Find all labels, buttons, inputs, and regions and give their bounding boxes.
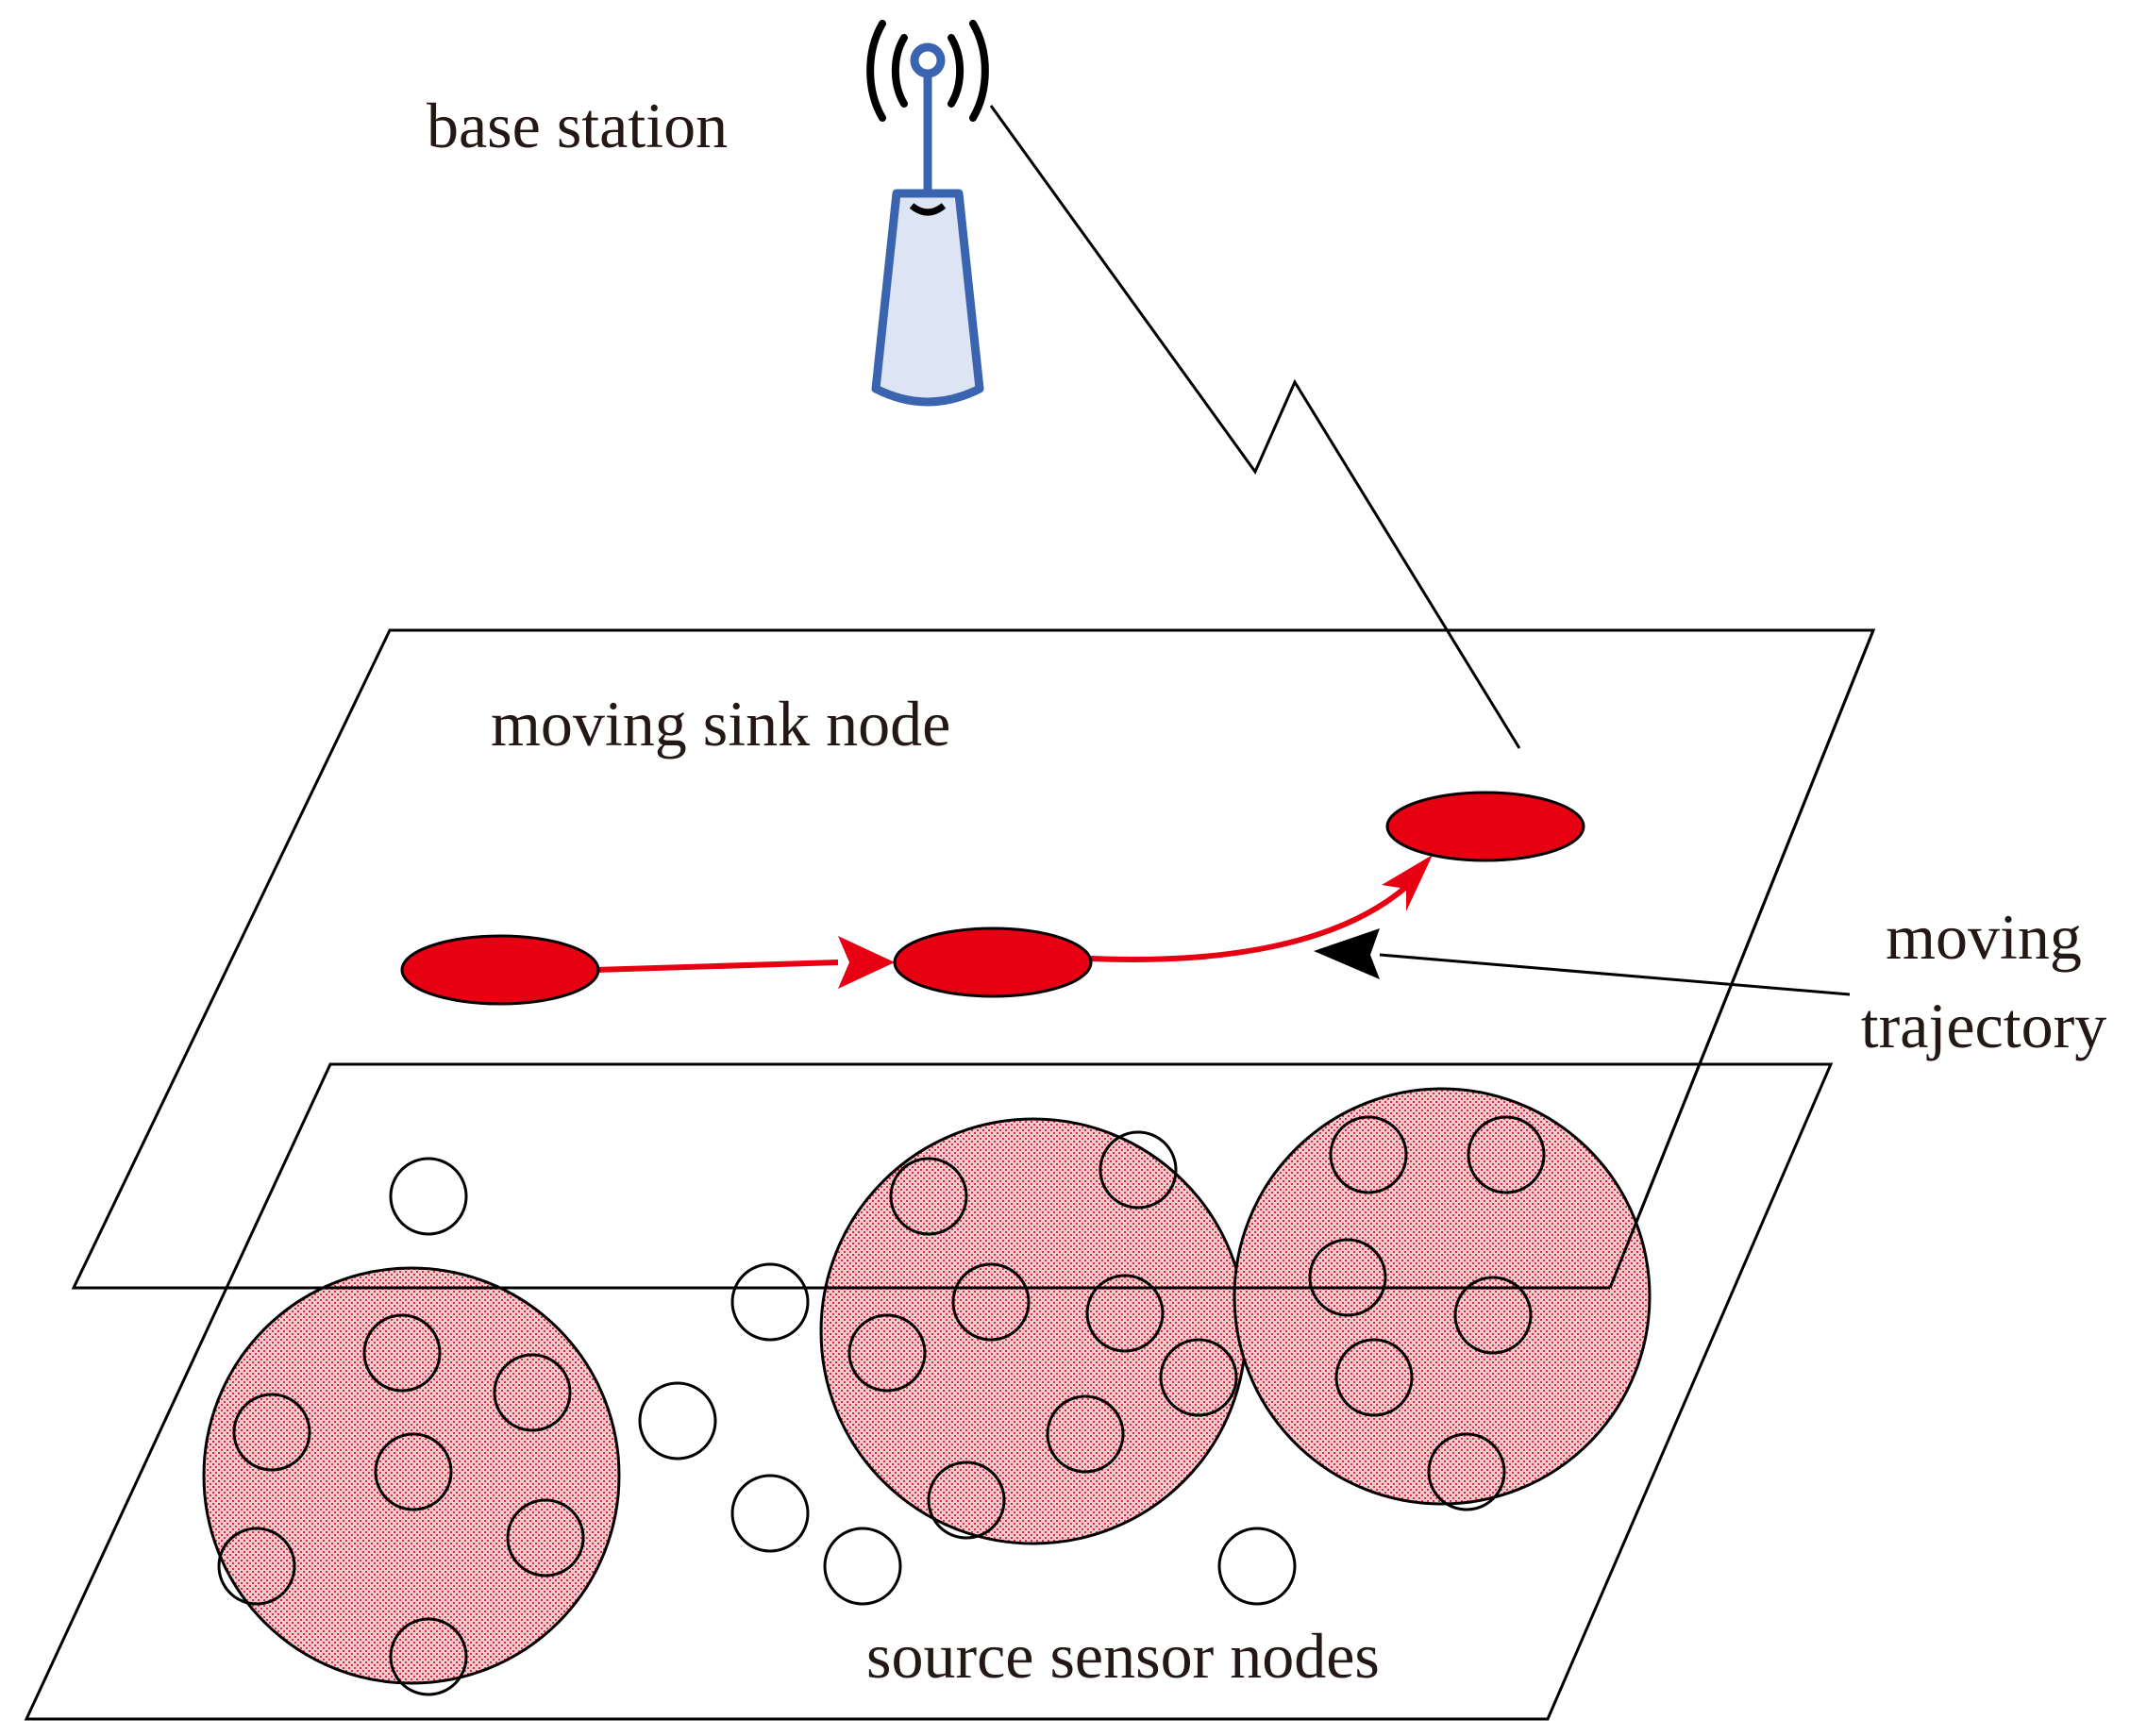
sensor-node	[1329, 1115, 1408, 1194]
moving-trajectory-label-line1: moving	[1886, 901, 2082, 973]
sensor-cluster	[1233, 1087, 1652, 1506]
sensor-plane	[24, 1062, 1834, 1721]
sink-node	[893, 926, 1093, 998]
sensor-node	[730, 1262, 810, 1342]
sensor-node	[232, 1393, 311, 1472]
sensor-node	[927, 1461, 1006, 1540]
sensor-node	[1467, 1115, 1546, 1194]
sensor-node	[730, 1474, 810, 1553]
base-station-icon	[866, 20, 989, 407]
sensor-node	[1217, 1527, 1297, 1606]
sensor-nodes-cluster-3	[1308, 1115, 1546, 1511]
sensor-node	[638, 1381, 717, 1461]
sensor-node	[389, 1617, 468, 1696]
moving-trajectory	[595, 855, 1433, 989]
sensor-node	[823, 1527, 902, 1606]
sink-plane-right-edge	[1608, 629, 1875, 1289]
sensor-node	[217, 1527, 296, 1606]
sensor-node	[506, 1498, 585, 1577]
sensor-node	[1159, 1338, 1238, 1417]
base-station-label: base station	[427, 90, 728, 161]
source-sensor-nodes-label: source sensor nodes	[866, 1620, 1380, 1692]
sensor-node	[1046, 1394, 1125, 1474]
sensor-node	[1085, 1274, 1165, 1353]
sensor-node	[493, 1353, 572, 1432]
sensor-nodes-cluster-1	[217, 1313, 585, 1696]
sink-node	[400, 934, 600, 1006]
sensor-cluster	[202, 1266, 621, 1685]
moving-trajectory-label-line2: trajectory	[1861, 990, 2107, 1061]
sensor-nodes-cluster-2	[847, 1130, 1238, 1540]
sensor-node	[889, 1157, 968, 1236]
sensor-node	[951, 1262, 1031, 1342]
sensor-node	[1308, 1238, 1387, 1317]
moving-sink-node-label: moving sink node	[491, 688, 950, 760]
sensor-node	[389, 1157, 468, 1236]
sensor-node	[1334, 1338, 1414, 1417]
sensor-node	[362, 1313, 442, 1393]
sensor-node	[1453, 1276, 1533, 1355]
sensor-node	[1099, 1130, 1178, 1210]
sensor-cluster	[819, 1117, 1248, 1545]
sensor-node	[1427, 1432, 1506, 1511]
trajectory-pointer-arrowhead	[1314, 928, 1380, 979]
free-sensor-nodes	[389, 1157, 1297, 1606]
sensor-node	[847, 1313, 927, 1393]
wireless-link-line	[989, 105, 1521, 749]
sensor-node	[374, 1432, 453, 1511]
sink-node	[1385, 791, 1585, 862]
trajectory-pointer-line	[1379, 953, 1851, 996]
